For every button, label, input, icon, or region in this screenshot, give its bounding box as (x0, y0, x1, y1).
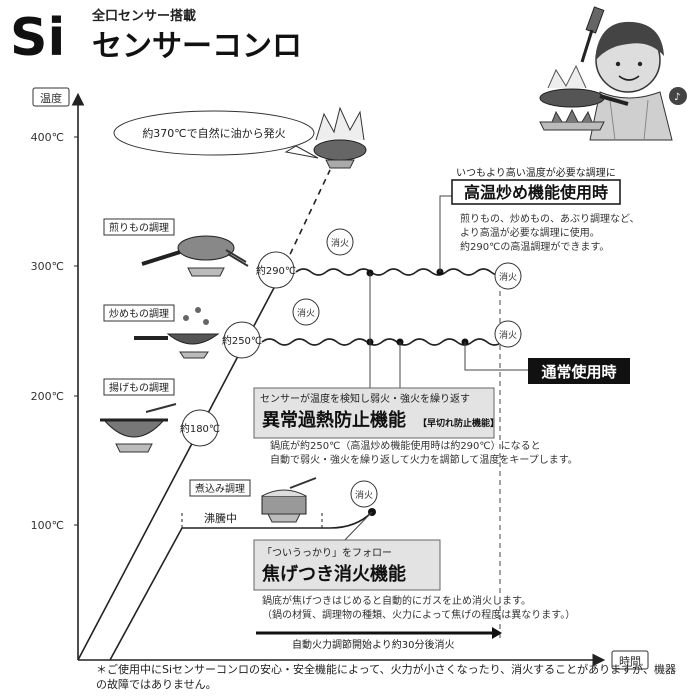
svg-text:煮込み調理: 煮込み調理 (195, 482, 245, 495)
svg-text:約370℃で自然に油から発火: 約370℃で自然に油から発火 (142, 126, 285, 140)
boiling-label: 沸騰中 (204, 511, 237, 525)
svg-text:鍋底が約250℃（高温炒め機能使用時は約290℃）になると: 鍋底が約250℃（高温炒め機能使用時は約290℃）になると (270, 439, 541, 452)
y-ticks: 400℃ 300℃ 200℃ 100℃ (31, 131, 78, 532)
extinguish-circles: 消火 消火 消火 消火 消火 (292, 228, 522, 508)
svg-text:約180℃: 約180℃ (180, 422, 220, 435)
feature-normal: 通常使用時 (528, 358, 630, 384)
chart-axes: 温度 時間 400℃ 300℃ 200℃ 100℃ (31, 87, 649, 670)
brand-title: センサーコンロ (92, 29, 302, 64)
tick-100: 100℃ (31, 519, 64, 532)
feature-overheat-title: 異常過熱防止機能 (262, 409, 406, 431)
svg-text:揚げもの調理: 揚げもの調理 (109, 381, 169, 394)
temp-point-250: 約250℃ (222, 321, 262, 359)
svg-text:約290℃の高温調理ができます。: 約290℃の高温調理ができます。 (460, 240, 609, 253)
x-axis-label: 時間 (619, 655, 641, 668)
svg-text:（鍋の材質、調理物の種類、火力によって焦げの程度は異なります: （鍋の材質、調理物の種類、火力によって焦げの程度は異なります。） (262, 608, 575, 621)
feature-scorch: 「ついうっかり」をフォロー 焦げつき消火機能 鍋底が焦げつきはじめると自動的にガ… (253, 539, 575, 621)
footnote: ＊ご使用中にSiセンサーコンロの安心・安全機能によって、火力が小さくなったり、消… (96, 663, 676, 691)
svg-text:煎りもの調理: 煎りもの調理 (109, 221, 169, 234)
timer-label: 自動火力調節開始より約30分後消火 (292, 638, 455, 651)
fry-pot-icon (100, 403, 177, 453)
label-cook-stirfry: 炒めもの調理 (103, 304, 175, 322)
svg-text:消火: 消火 (331, 237, 349, 249)
svg-text:消火: 消火 (499, 271, 517, 283)
svg-text:消火: 消火 (355, 489, 373, 501)
svg-text:自動で弱火・強火を繰り返して火力を調節して温度をキープします: 自動で弱火・強火を繰り返して火力を調節して温度をキープします。 (270, 453, 578, 466)
svg-text:約250℃: 約250℃ (222, 334, 262, 347)
svg-text:♪: ♪ (674, 92, 680, 103)
feature-high-temp: いつもより高い温度が必要な調理に 高温炒め機能使用時 煎りもの、炒めもの、あぶり… (451, 166, 640, 253)
wavy-line-250 (261, 338, 503, 346)
y-axis-label: 温度 (40, 91, 62, 105)
tick-400: 400℃ (31, 131, 64, 144)
temp-point-290: 約290℃ (256, 251, 296, 289)
temp-point-180: 約180℃ (180, 409, 220, 447)
simmer-pot-icon (261, 477, 317, 523)
feature-normal-title: 通常使用時 (541, 363, 616, 381)
svg-text:約290℃: 約290℃ (256, 264, 296, 277)
svg-text:鍋底が焦げつきはじめると自動的にガスを止め消火します。: 鍋底が焦げつきはじめると自動的にガスを止め消火します。 (262, 594, 531, 607)
grill-pan-icon (141, 235, 249, 277)
svg-text:【早切れ防止機能】: 【早切れ防止機能】 (418, 417, 499, 429)
feature-overheat: センサーが温度を検知し弱火・強火を繰り返す 異常過熱防止機能 【早切れ防止機能】… (253, 387, 578, 466)
cook-illustration: ♪ (539, 6, 687, 141)
svg-text:「ついうっかり」をフォロー: 「ついうっかり」をフォロー (262, 547, 392, 559)
wavy-line-290 (295, 268, 507, 276)
svg-text:消火: 消火 (499, 329, 517, 341)
svg-text:炒めもの調理: 炒めもの調理 (109, 307, 169, 320)
feature-scorch-title: 焦げつき消火機能 (261, 563, 406, 585)
label-cook-grill: 煎りもの調理 (103, 218, 175, 236)
svg-text:より高温が必要な調理に使用。: より高温が必要な調理に使用。 (460, 226, 600, 239)
tick-200: 200℃ (31, 390, 64, 403)
music-note-icon: ♪ (669, 87, 687, 105)
svg-text:センサーが温度を検知し弱火・強火を繰り返す: センサーが温度を検知し弱火・強火を繰り返す (260, 392, 470, 405)
svg-text:消火: 消火 (297, 307, 315, 319)
label-cook-fry: 揚げもの調理 (103, 378, 175, 396)
logo-letters: Si (10, 8, 65, 68)
brand-tagline: 全口センサー搭載 (91, 8, 196, 24)
svg-text:いつもより高い温度が必要な調理に: いつもより高い温度が必要な調理に (456, 166, 616, 179)
label-cook-simmer: 煮込み調理 (189, 479, 251, 497)
flaming-wok-icon (313, 106, 367, 169)
brand-logo: Si (10, 8, 65, 68)
svg-text:煎りもの、炒めもの、あぶり調理など、: 煎りもの、炒めもの、あぶり調理など、 (460, 212, 640, 225)
ignite-bubble: 約370℃で自然に油から発火 (113, 110, 319, 159)
feature-high-temp-title: 高温炒め機能使用時 (464, 183, 608, 202)
tick-300: 300℃ (31, 260, 64, 273)
stirfry-wok-icon (134, 307, 220, 359)
auto-shutoff-timer: 自動火力調節開始より約30分後消火 (256, 627, 502, 651)
